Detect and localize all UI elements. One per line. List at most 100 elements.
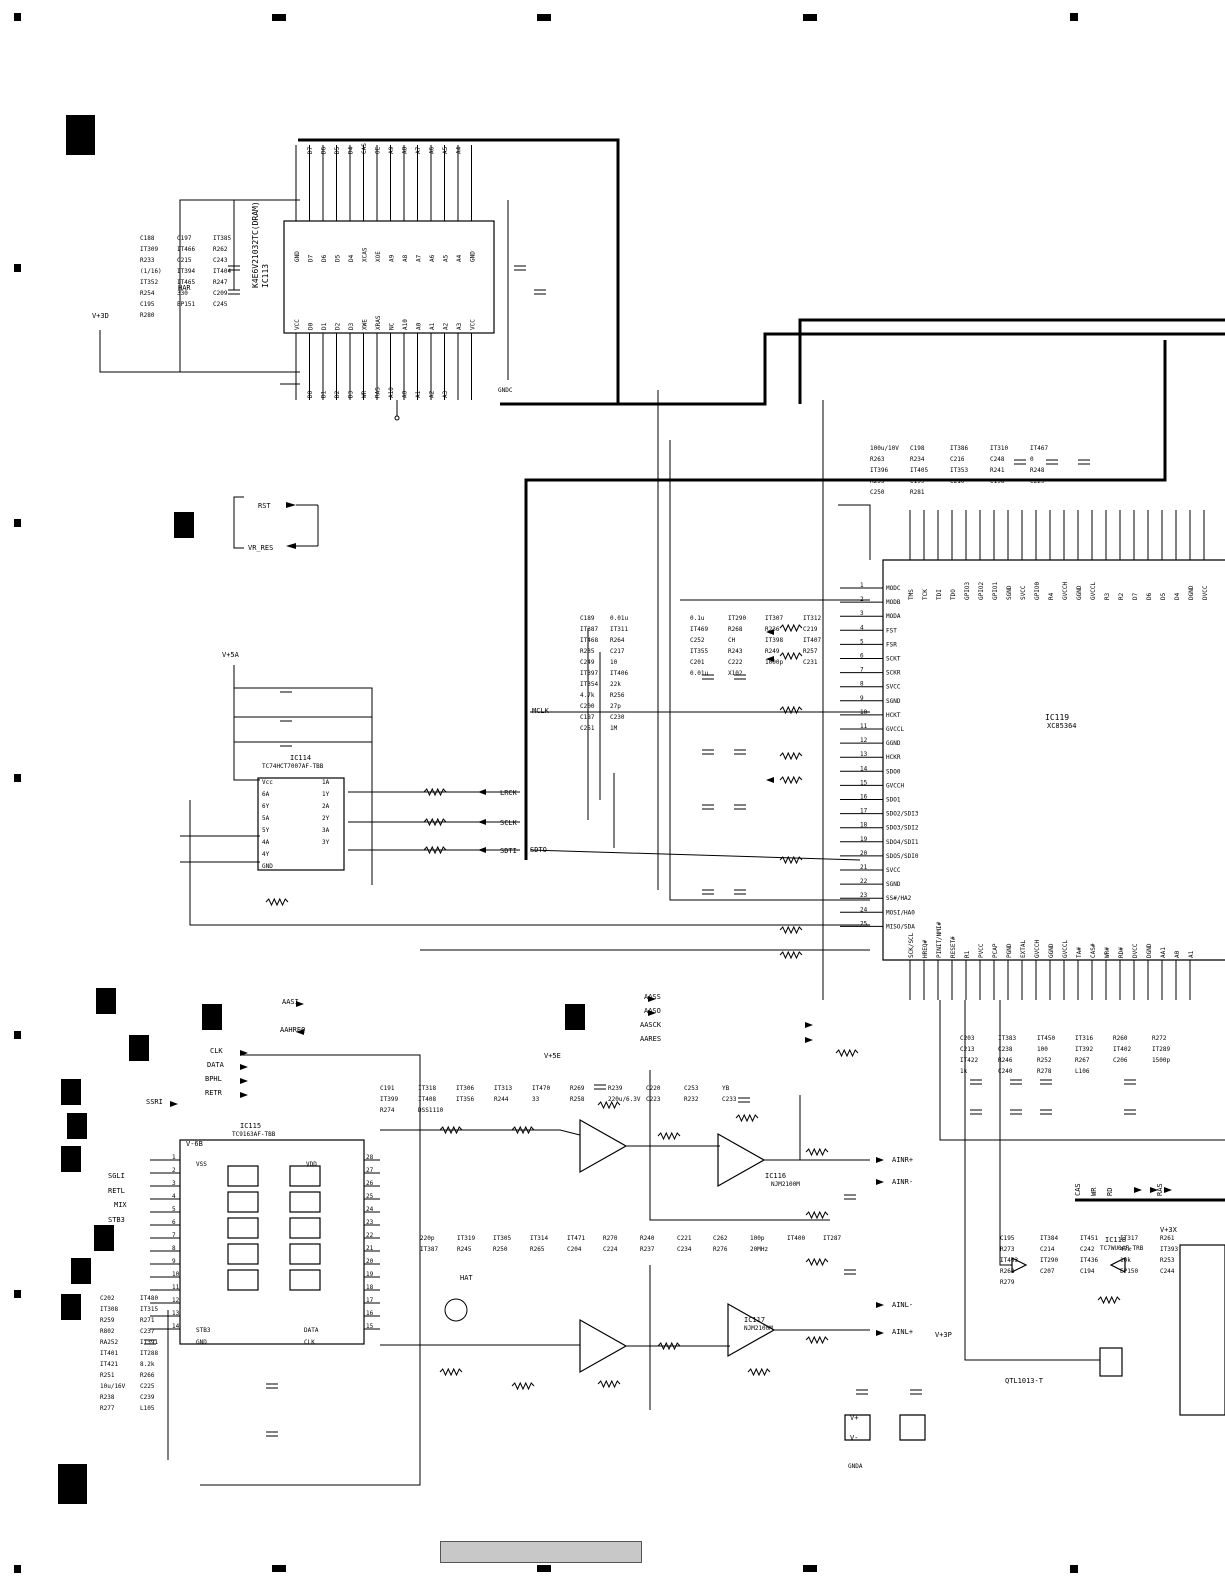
signal-mid: LRCK xyxy=(500,789,518,797)
component-label: IT451 xyxy=(1080,1235,1098,1242)
component-label: IT397 xyxy=(580,670,598,677)
ic113-top-pin: XCAS xyxy=(362,247,369,262)
component-label: 0.1u xyxy=(690,615,705,622)
component-label: IT422 xyxy=(960,1057,978,1064)
signal-arrow xyxy=(240,1078,248,1084)
ic113-bottom-bus: A1 xyxy=(415,390,422,398)
component-label: C198 xyxy=(910,445,925,452)
component-label: IT313 xyxy=(494,1085,512,1092)
component-label: C225 xyxy=(140,1383,155,1390)
ic119-top-pin: GVCCH xyxy=(1062,582,1069,600)
ic119-pin-no: 16 xyxy=(860,794,868,801)
ic119-bottom-pin: GVCCH xyxy=(1034,940,1041,958)
component-label: IT387 xyxy=(580,626,598,633)
component-label: C219 xyxy=(803,626,818,633)
ic119-bottom-pin: R1 xyxy=(964,950,971,958)
component-label: C203 xyxy=(960,1035,975,1042)
component-label: 1500p xyxy=(1152,1057,1170,1064)
component-label: IT391 xyxy=(140,1339,158,1346)
resistor-symbol xyxy=(779,925,803,935)
signal-arrow xyxy=(240,1050,248,1056)
ic115-pin-no: 2 xyxy=(172,1167,176,1174)
ic119-bottom-pin: PINIT/NMI# xyxy=(936,921,943,958)
ic113-top-bus: D5 xyxy=(334,146,341,154)
ic119-pin-no: 25 xyxy=(860,920,868,927)
signal-arrow xyxy=(766,656,774,662)
component-label: R243 xyxy=(728,648,743,655)
component-label: YB xyxy=(722,1085,730,1092)
ic113-top-pin: A7 xyxy=(416,254,423,262)
component-label: R253 xyxy=(1160,1257,1175,1264)
component-label: C216 xyxy=(950,456,965,463)
ic115-pin: VSS xyxy=(196,1161,207,1168)
signal-arrow xyxy=(478,847,486,853)
ic119-top-pin: R2 xyxy=(1118,592,1125,600)
ic115-pin-no: 23 xyxy=(366,1219,374,1226)
ic113-top-pin: D5 xyxy=(335,254,342,262)
ic119-pin-no: 6 xyxy=(860,653,864,660)
component-label: IT393 xyxy=(1160,1246,1178,1253)
ic119-left-pin: SVCC xyxy=(886,684,901,691)
signal-bus_bottom: RAS xyxy=(1156,1183,1164,1196)
component-label: R249 xyxy=(765,648,780,655)
component-label: IT398 xyxy=(765,637,783,644)
signal-aas: AASCK xyxy=(640,1021,662,1029)
component-label: R234 xyxy=(910,456,925,463)
ic114-pin: 3Y xyxy=(322,839,330,846)
signal-arrow xyxy=(766,777,774,783)
ic119-top-pin: SGND xyxy=(1006,585,1013,600)
component-label: 0.01u xyxy=(690,670,708,677)
signal-bus_left: CLK xyxy=(210,1047,223,1055)
ic119-pin-no: 24 xyxy=(860,906,868,913)
ic115-pin-no: 8 xyxy=(172,1245,176,1252)
component-label: IT402 xyxy=(1113,1046,1131,1053)
component-label: C197 xyxy=(177,235,192,242)
ic119-bottom-pin: SCK/SCL xyxy=(908,932,915,958)
component-label: C233 xyxy=(722,1096,737,1103)
analog-section: 1234567891011121314IC115TC9163AF-TBBVSSS… xyxy=(150,1000,1225,1486)
component-label: C210 xyxy=(950,478,965,485)
component-label: R279 xyxy=(1000,1279,1015,1286)
resistor-symbol xyxy=(735,1113,759,1123)
ic113-bottom-bus: D0 xyxy=(307,390,314,398)
component-label: IT319 xyxy=(457,1235,475,1242)
resistor-symbol xyxy=(779,950,803,960)
component-label: C221 xyxy=(677,1235,692,1242)
component-label: 10k xyxy=(1120,1257,1131,1264)
signal-ain: AINR+ xyxy=(892,1156,913,1164)
component-label: IT421 xyxy=(100,1361,118,1368)
component-label: 33 xyxy=(532,1096,540,1103)
signal-arrow xyxy=(805,1022,813,1028)
component-label: R232 xyxy=(684,1096,699,1103)
ic119-top-pin: GPIO2 xyxy=(978,582,985,600)
resistor-symbol xyxy=(779,705,803,715)
component-label: 4.7k xyxy=(580,692,595,699)
component-label: R239 xyxy=(608,1085,623,1092)
component-label: IT403 xyxy=(1000,1257,1018,1264)
ic118-ref: IC118 xyxy=(1105,1236,1126,1244)
signal-bus_bottom: CAS xyxy=(1074,1183,1082,1196)
component-label: IT306 xyxy=(456,1085,474,1092)
ic119-top-pin: D6 xyxy=(1146,592,1153,600)
ic119-part: XC85364 xyxy=(1047,722,1077,730)
ic114-pin: GND xyxy=(262,863,273,870)
ic119-pin-no: 15 xyxy=(860,779,868,786)
signal-bus_left: DATA xyxy=(207,1061,225,1069)
ic119-top-pin: GPIO0 xyxy=(1034,582,1041,600)
ic119-bottom-pin: PCAP xyxy=(992,943,999,958)
ic113-top-bus: A6 xyxy=(429,146,436,154)
component-label: 10 xyxy=(610,659,618,666)
footer-bar xyxy=(440,1541,642,1563)
signal-arrow xyxy=(296,1029,304,1035)
component-label: C239 xyxy=(140,1394,155,1401)
ic115-pin: VDD xyxy=(306,1161,317,1168)
signal-arrow xyxy=(648,1010,656,1016)
component-label: IT384 xyxy=(1040,1235,1058,1242)
ic113-bottom-pin: A2 xyxy=(443,322,450,330)
ic119-pin-no: 9 xyxy=(860,695,864,702)
component-label: R246 xyxy=(998,1057,1013,1064)
ic119-bottom-pin: GGND xyxy=(1048,943,1055,958)
ic119-left-pin: GVCCL xyxy=(886,726,904,733)
component-label: IT400 xyxy=(787,1235,805,1242)
component-label: IT318 xyxy=(418,1085,436,1092)
